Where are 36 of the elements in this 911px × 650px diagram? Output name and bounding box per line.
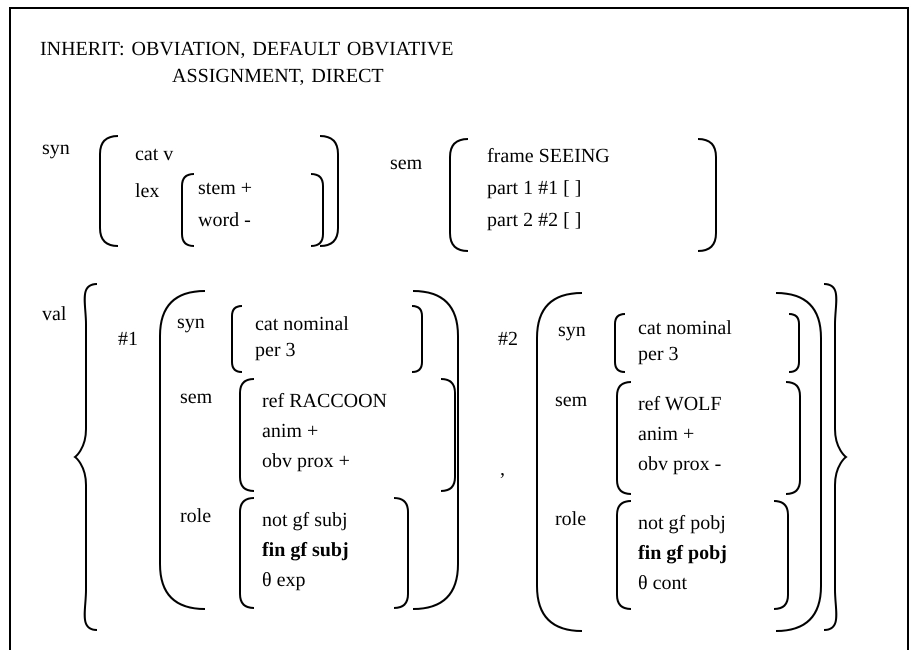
feature-label: role xyxy=(555,508,586,530)
feature-label: lex xyxy=(135,180,160,202)
feature-label: role xyxy=(180,505,212,527)
feature-value-row: ref WOLF xyxy=(638,393,722,415)
title: INHERIT: OBVIATION, DEFAULT OBVIATIVE ASSIGNMENT, DIRECT xyxy=(40,37,454,89)
separator-comma: , xyxy=(500,458,505,480)
feature-label: sem xyxy=(180,386,212,408)
feature-label: sem xyxy=(390,152,422,174)
feature-label: #1 xyxy=(118,328,138,350)
feature-value-row: fin gf pobj xyxy=(638,542,727,564)
feature-label: syn xyxy=(177,311,205,333)
feature-value-row: word - xyxy=(198,209,251,231)
feature-value-row: part 2 #2 [ ] xyxy=(487,209,582,231)
feature-value-row: fin gf subj xyxy=(262,539,349,561)
feature-value-row: cat nominal xyxy=(638,317,732,339)
feature-value-row: θ cont xyxy=(638,572,688,594)
feature-value-row: cat nominal xyxy=(255,313,349,335)
feature-label: #2 xyxy=(498,328,518,350)
feature-value-row: frame SEEING xyxy=(487,145,610,167)
feature-value-row: per 3 xyxy=(255,339,296,361)
feature-value-row: obv prox - xyxy=(638,453,722,475)
feature-label: syn xyxy=(42,137,70,159)
feature-value-row: part 1 #1 [ ] xyxy=(487,177,582,199)
feature-value-row: anim + xyxy=(262,420,318,442)
feature-label: sem xyxy=(555,389,588,411)
feature-value-row: anim + xyxy=(638,423,694,445)
feature-label: syn xyxy=(558,319,586,341)
feature-value-row: not gf subj xyxy=(262,509,348,531)
feature-value-row: ref RACCOON xyxy=(262,390,387,412)
feature-value-row: θ exp xyxy=(262,569,306,591)
feature-value-row: not gf pobj xyxy=(638,512,726,534)
feature-value-row: cat v xyxy=(135,143,174,165)
feature-label: val xyxy=(42,303,66,325)
feature-value-row: obv prox + xyxy=(262,450,350,472)
feature-value-row: stem + xyxy=(198,177,252,199)
feature-value-row: per 3 xyxy=(638,343,679,365)
